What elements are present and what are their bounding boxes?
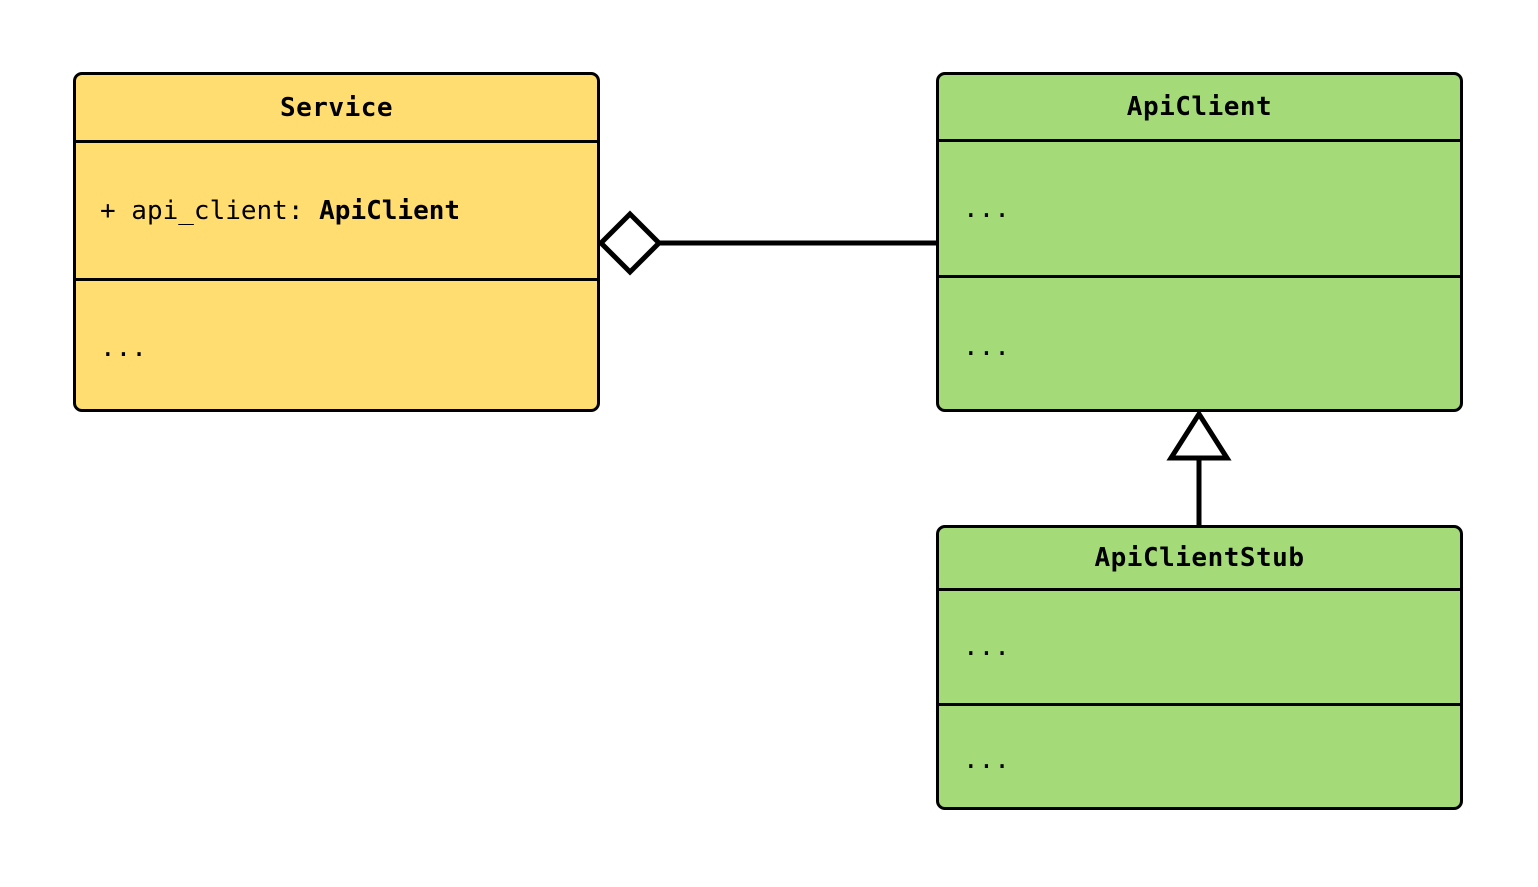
inheritance-triangle-icon <box>1166 409 1232 461</box>
attribute-row: ... <box>963 632 1010 662</box>
method-row: ... <box>963 331 1010 362</box>
class-methods-service: ... <box>76 278 597 409</box>
class-name-label: Service <box>279 92 394 123</box>
class-methods-api-client-stub: ... <box>939 703 1460 807</box>
class-box-service[interactable]: Service + api_client: ApiClient ... <box>73 72 600 412</box>
class-box-api-client-stub[interactable]: ApiClientStub ... ... <box>936 525 1463 810</box>
class-name-label: ApiClient <box>1126 92 1273 122</box>
class-attributes-api-client-stub: ... <box>939 588 1460 703</box>
class-title-api-client: ApiClient <box>939 75 1460 139</box>
attribute-type: ApiClient <box>319 195 461 226</box>
method-row: ... <box>100 333 147 363</box>
class-title-service: Service <box>76 75 597 140</box>
class-box-api-client[interactable]: ApiClient ... ... <box>936 72 1463 412</box>
aggregation-diamond-icon <box>597 210 663 276</box>
class-attributes-service: + api_client: ApiClient <box>76 140 597 278</box>
attribute-prefix: + api_client: <box>100 195 320 226</box>
class-title-api-client-stub: ApiClientStub <box>939 528 1460 588</box>
attribute-row: ... <box>963 193 1010 224</box>
class-methods-api-client: ... <box>939 275 1460 409</box>
method-row: ... <box>963 744 1010 775</box>
attribute-row: + api_client: ApiClient <box>100 198 460 224</box>
class-attributes-api-client: ... <box>939 139 1460 275</box>
class-name-label: ApiClientStub <box>1094 543 1305 573</box>
